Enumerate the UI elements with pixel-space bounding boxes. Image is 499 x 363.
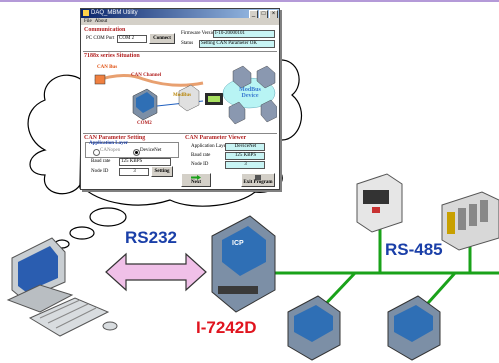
viewer-baud-label: Baud rate <box>191 153 211 158</box>
situation-heading: 7188x series Situation <box>84 53 140 59</box>
situation-diagram-graphic <box>94 65 278 125</box>
divider <box>83 133 277 134</box>
viewer-app-label: Application Layer <box>191 144 228 149</box>
exit-program-label: Exit Program <box>243 180 273 185</box>
radio-devicenet[interactable] <box>133 149 140 156</box>
exit-program-button[interactable]: Exit Program <box>241 173 275 187</box>
radio-devicenet-label: DeviceNet <box>140 148 162 153</box>
node-id-input[interactable]: 3 <box>119 168 149 176</box>
top-accent-bar <box>0 0 499 2</box>
modbus-device-label: ModBus Device <box>239 87 261 99</box>
com-port-label: PC COM Port <box>86 36 115 41</box>
rs485-label: RS-485 <box>385 240 443 259</box>
app-icon <box>83 10 89 16</box>
menu-file[interactable]: File <box>84 19 92 24</box>
radio-canopen[interactable] <box>93 149 100 156</box>
firmware-field: I-10-20000101 <box>213 30 275 38</box>
window-titlebar: DAQ_MBM Utility _□× <box>81 9 279 19</box>
can-viewer-heading: CAN Parameter Viewer <box>185 135 247 141</box>
menu-about[interactable]: About <box>94 19 108 24</box>
next-arrow-icon <box>191 175 201 180</box>
status-field: Setting CAN Parameter OK <box>199 40 275 48</box>
can-bus-label: CAN Bus <box>97 65 118 70</box>
com-port-select[interactable]: COM 2 <box>117 35 147 43</box>
rs232-double-arrow <box>105 252 207 292</box>
firmware-label: Firmware Version <box>181 31 217 36</box>
node-id-label: Node ID <box>91 169 109 174</box>
connect-button[interactable]: Connect <box>149 33 175 44</box>
viewer-node-field: 3 <box>225 161 265 169</box>
setting-button[interactable]: Setting <box>151 166 173 177</box>
can-channel-label: CAN Channel <box>131 73 162 78</box>
app-layer-heading: Application Layer <box>89 141 129 146</box>
next-button[interactable]: Next <box>181 173 211 187</box>
com2-label: COM2 <box>137 121 152 126</box>
io-module-icon-1 <box>287 295 341 361</box>
viewer-node-label: Node ID <box>191 162 209 167</box>
inverter-drive-icon <box>356 173 403 233</box>
pc-computer-icon <box>6 237 118 337</box>
baud-rate-label: Baud rate <box>91 159 111 164</box>
plc-rack-icon <box>441 191 499 251</box>
exit-door-icon <box>255 175 261 180</box>
io-module-icon-2 <box>387 295 441 361</box>
viewer-baud-field: 125 KBPS <box>225 152 265 160</box>
viewer-app-field: DeviceNet <box>225 143 265 151</box>
communication-heading: Communication <box>84 27 126 33</box>
can-setting-heading: CAN Parameter Setting <box>84 135 146 141</box>
next-button-label: Next <box>191 180 201 185</box>
radio-canopen-label: CANopen <box>100 148 121 153</box>
baud-rate-select[interactable]: 125 KBPS <box>119 158 171 166</box>
status-label: Status <box>181 41 194 46</box>
app-layer-group <box>85 142 179 158</box>
rs232-label: RS232 <box>125 228 177 247</box>
modbus-label: ModBus <box>173 93 192 98</box>
i7242d-module-icon: ICP <box>211 215 276 313</box>
svg-text:ICP: ICP <box>232 240 244 247</box>
device-model-label: I-7242D <box>196 318 257 337</box>
window-title: DAQ_MBM Utility <box>91 10 138 16</box>
divider <box>83 51 277 52</box>
situation-diagram: CAN Bus CAN Channel COM2 ModBus ModBus D… <box>83 61 278 131</box>
